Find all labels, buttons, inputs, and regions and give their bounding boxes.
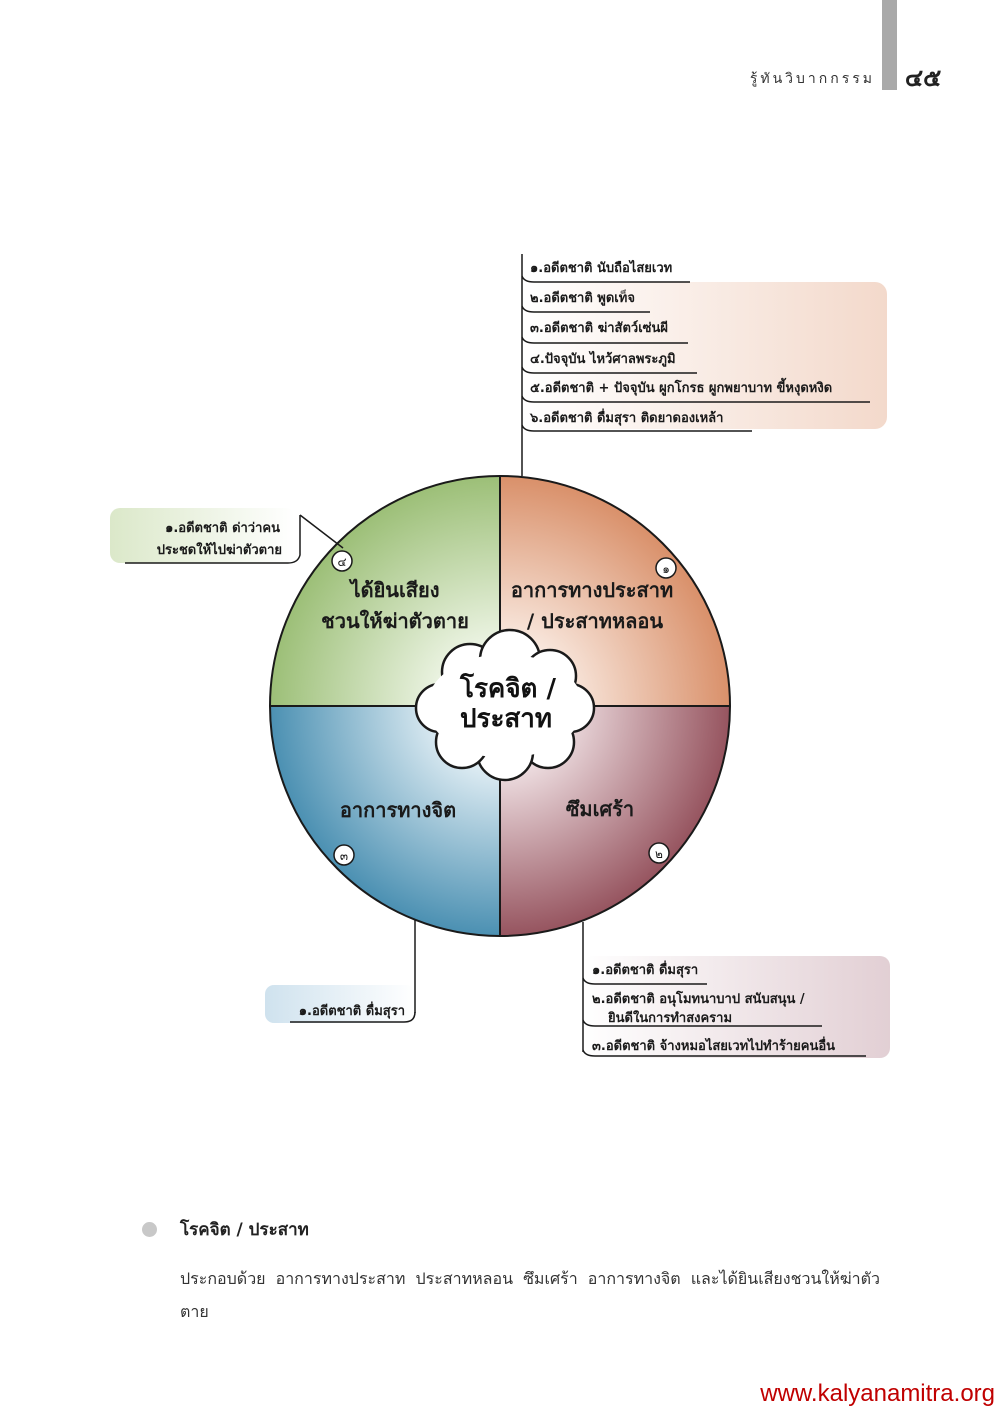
svg-text:๔: ๔	[337, 555, 346, 569]
quadrant-3-number-badge: ๓	[333, 844, 355, 866]
section-heading: โรคจิต / ประสาท	[180, 1220, 309, 1240]
center-label-line1: โรคจิต /	[459, 672, 556, 704]
quadrant-1-sector	[500, 476, 730, 706]
quadrant-3-label: อาการทางจิต	[340, 798, 456, 822]
svg-text:๓: ๓	[340, 849, 348, 863]
callout-top-right-item: ๕.อดีตชาติ + ปัจจุบัน ผูกโกรธ ผูกพยาบาท …	[530, 377, 832, 396]
quadrant-3-sector	[270, 706, 500, 936]
svg-text:ประชดให้ไปฆ่าตัวตาย: ประชดให้ไปฆ่าตัวตาย	[157, 541, 282, 558]
svg-text:ยินดีในการทำสงคราม: ยินดีในการทำสงคราม	[608, 1009, 732, 1026]
svg-text:๑.อดีตชาติ ด่าว่าคน: ๑.อดีตชาติ ด่าว่าคน	[165, 520, 280, 536]
running-header-title: รู้ทันวิบากกรรม	[749, 71, 875, 87]
callout-top-left-bg	[110, 508, 295, 563]
callout-top-right-item: ๖.อดีตชาติ ดื่มสุรา ติดยาดองเหล้า	[529, 408, 723, 426]
website-link[interactable]: www.kalyanamitra.org	[760, 1380, 995, 1407]
svg-text:๒: ๒	[655, 847, 663, 861]
callout-top-right-item: ๓.อดีตชาติ ฆ่าสัตว์เซ่นผี	[530, 320, 668, 336]
callout-bottom-right: ๑.อดีตชาติ ดื่มสุรา ๒.อดีตชาติ อนุโมทนาบ…	[582, 960, 866, 1057]
callout-bottom-right-bg	[583, 956, 890, 1058]
callout-top-left: ๑.อดีตชาติ ด่าว่าคน ประชดให้ไปฆ่าตัวตาย	[125, 515, 301, 564]
quadrant-4-number-badge: ๔	[331, 550, 353, 572]
svg-text:๑.อดีตชาติ ดื่มสุรา: ๑.อดีตชาติ ดื่มสุรา	[592, 960, 698, 978]
callout-top-right-item: ๒.อดีตชาติ พูดเท็จ	[530, 288, 635, 306]
section-bullet-icon	[142, 1222, 157, 1237]
header-side-bar	[882, 0, 897, 90]
callout-bottom-left-bg	[265, 985, 415, 1023]
callout-top-right-bg	[522, 282, 887, 429]
callout-top-right-item: ๑.อดีตชาติ นับถือไสยเวท	[530, 259, 672, 276]
quadrant-1-label-line2: / ประสาทหลอน	[527, 609, 664, 633]
svg-text:๒.อดีตชาติ อนุโมทนาบาป สนับสนุ: ๒.อดีตชาติ อนุโมทนาบาป สนับสนุน /	[592, 990, 805, 1007]
connector-top-left	[299, 514, 344, 549]
quadrant-1-label-line1: อาการทางประสาท	[511, 578, 673, 602]
page-number: ๔๕	[905, 64, 942, 92]
svg-text:๓.อดีตชาติ จ้างหมอไสยเวทไปทำร้: ๓.อดีตชาติ จ้างหมอไสยเวทไปทำร้ายคนอื่น	[592, 1036, 835, 1054]
callout-top-right-list: ๑.อดีตชาติ นับถือไสยเวท ๒.อดีตชาติ พูดเท…	[521, 259, 870, 432]
center-label-line2: ประสาท	[460, 704, 552, 734]
quadrant-4-label-line2: ชวนให้ฆ่าตัวตาย	[321, 609, 469, 633]
section-body-text: ประกอบด้วย อาการทางประสาท ประสาทหลอน ซึม…	[180, 1269, 880, 1321]
center-cloud-fill	[427, 654, 583, 758]
quadrant-1-number-badge: ๑	[655, 557, 677, 579]
svg-text:๑.อดีตชาติ ดื่มสุรา: ๑.อดีตชาติ ดื่มสุรา	[299, 1001, 405, 1019]
callout-bottom-left: ๑.อดีตชาติ ดื่มสุรา	[290, 1001, 416, 1023]
callout-top-right-item: ๔.ปัจจุบัน ไหว้ศาลพระภูมิ	[530, 350, 676, 367]
quadrant-4-label-line1: ได้ยินเสียง	[349, 578, 440, 602]
quadrant-2-number-badge: ๒	[648, 842, 670, 864]
svg-text:๑: ๑	[662, 562, 670, 576]
quadrant-2-label: ซึมเศร้า	[566, 797, 634, 821]
quadrant-4-sector	[270, 476, 500, 706]
